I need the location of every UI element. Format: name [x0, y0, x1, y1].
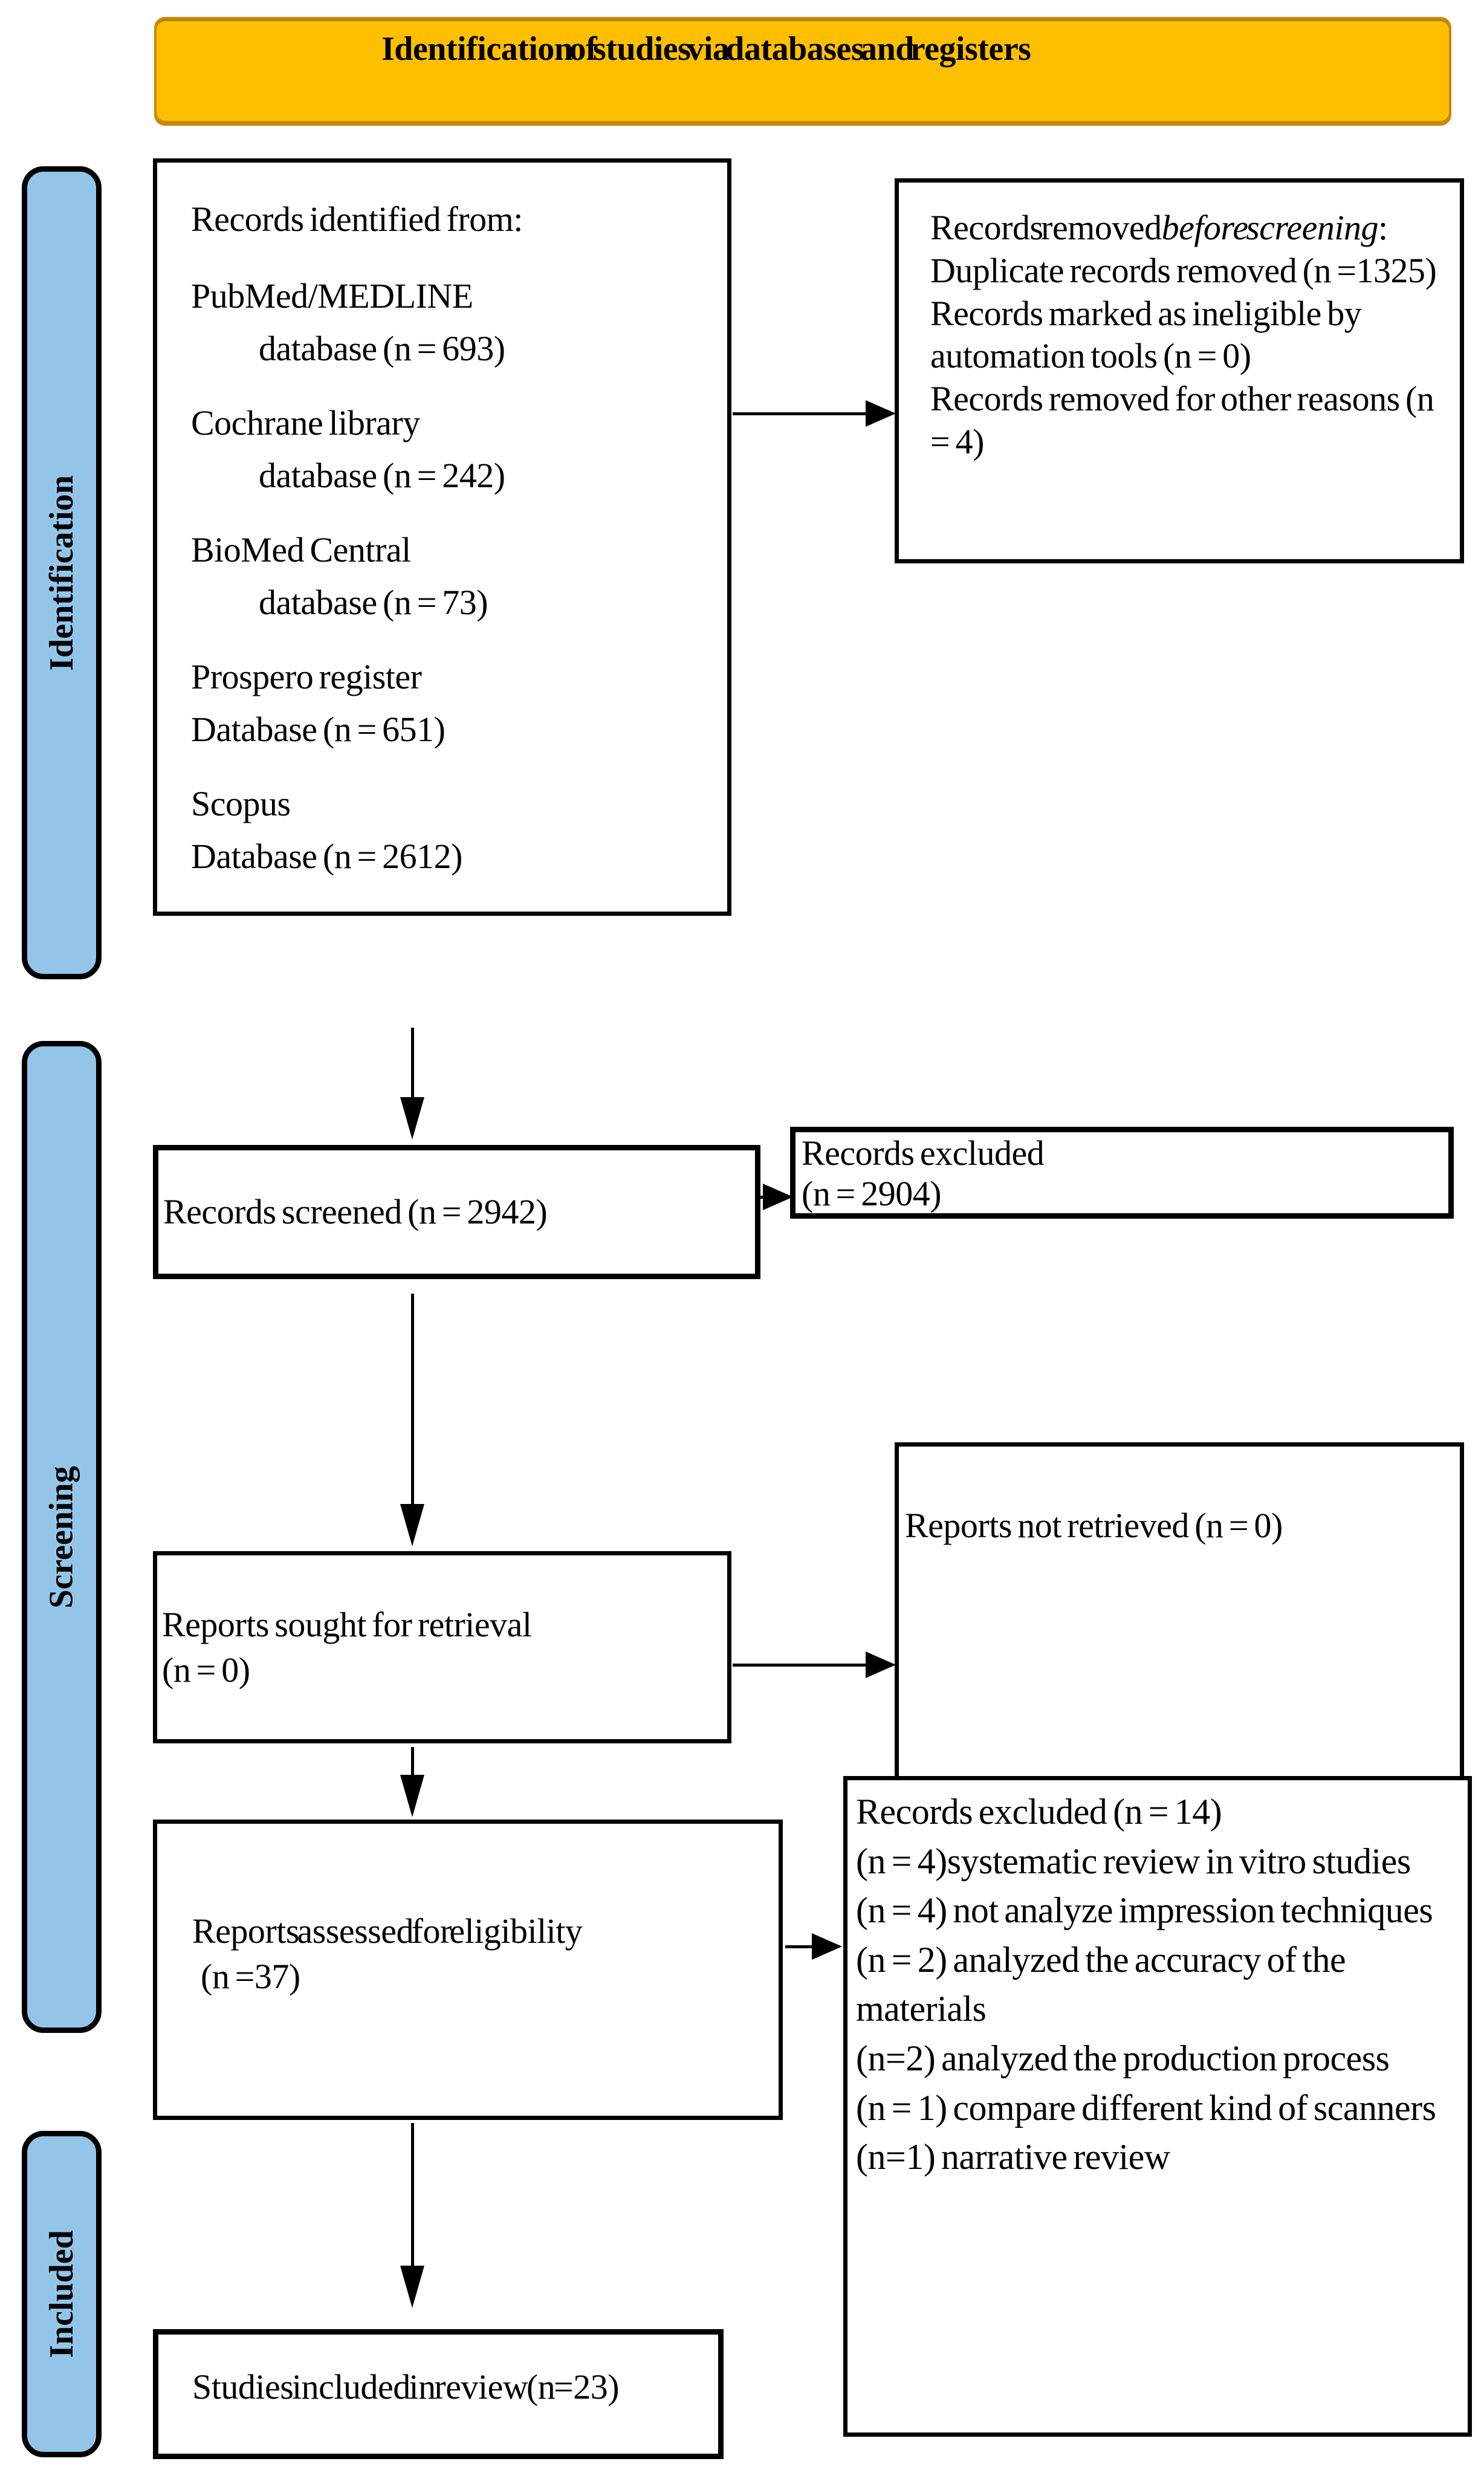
- source-count: database (n = 242): [259, 456, 505, 495]
- banner-identification-via-databases: Identification of studies via databases …: [154, 17, 1451, 126]
- box-exclusion-reasons: Records excluded (n = 14) (n = 4)systema…: [843, 1776, 1472, 2437]
- reports-assessed-line1: Reports assessed for eligibility: [192, 1911, 583, 1951]
- exclusion-reason-not-impression: (n = 4) not analyze impression technique…: [856, 1890, 1433, 1931]
- box-reports-assessed: Reports assessed for eligibility (n =37): [153, 1820, 783, 2120]
- arrow-line: [785, 1945, 814, 1948]
- source-count: database (n = 693): [259, 329, 505, 368]
- arrow-line: [733, 1664, 869, 1667]
- exclusion-reason-materials: (n = 2) analyzed the accuracy of the mat…: [856, 1939, 1346, 2029]
- arrow-line: [411, 2123, 414, 2268]
- reports-assessed-line2: (n =37): [201, 1957, 300, 1997]
- stage-label-included-text: Included: [43, 2230, 81, 2358]
- reports-sought-line2: (n = 0): [162, 1650, 250, 1690]
- arrow-line: [411, 1294, 414, 1505]
- source-biomed: BioMed Central database (n = 73): [191, 523, 715, 629]
- arrow-line: [411, 1747, 414, 1776]
- source-pubmed: PubMed/MEDLINE database (n = 693): [191, 270, 715, 375]
- source-scopus: Scopus Database (n = 2612): [191, 777, 715, 883]
- removed-item-other: Records removed for other reasons (n = 4…: [930, 379, 1434, 461]
- arrow-head-down-icon: [400, 1775, 424, 1817]
- stage-label-identification: Identification: [22, 166, 102, 979]
- source-name: PubMed/MEDLINE: [191, 276, 473, 316]
- stage-label-included: Included: [22, 2131, 102, 2457]
- source-name: Prospero register: [191, 657, 422, 696]
- stage-label-identification-text: Identification: [43, 475, 80, 671]
- box-records-identified: Records identified from: PubMed/MEDLINE …: [153, 158, 731, 916]
- box-reports-not-retrieved: Reports not retrieved (n = 0): [895, 1442, 1464, 1798]
- arrow-head-down-icon: [400, 1504, 424, 1546]
- arrow-head-right-icon: [866, 1651, 896, 1678]
- box-records-removed-before-screening: Records removedbefore screening: Duplica…: [895, 178, 1464, 563]
- exclusion-reason-production: (n=2) analyzed the production process: [856, 2038, 1390, 2078]
- exclusion-reason-narrative: (n=1) narrative review: [856, 2137, 1170, 2177]
- records-removed-lead: Records removed: [930, 208, 1162, 247]
- records-excluded-line1: Records excluded: [802, 1133, 1045, 1173]
- source-count: database (n = 73): [259, 583, 488, 622]
- source-count: Database (n = 2612): [191, 837, 462, 876]
- box-records-excluded: Records excluded (n = 2904): [790, 1127, 1454, 1219]
- arrow-head-down-icon: [400, 2266, 424, 2308]
- records-screened-label: Records screened (n = 2942): [163, 1192, 548, 1232]
- box-reports-sought: Reports sought for retrieval (n = 0): [153, 1551, 731, 1743]
- source-name: BioMed Central: [191, 530, 411, 569]
- exclusion-reason-scanners: (n = 1) compare different kind of scanne…: [856, 2087, 1436, 2128]
- arrow-line: [411, 1028, 414, 1099]
- arrow-head-right-icon: [866, 400, 896, 427]
- records-removed-italic: before screening: [1161, 208, 1379, 247]
- exclusion-reasons-title: Records excluded (n = 14): [856, 1792, 1222, 1832]
- records-identified-title: Records identified from:: [191, 199, 523, 239]
- source-cochrane: Cochrane library database (n = 242): [191, 397, 715, 502]
- stage-label-screening-text: Screening: [43, 1465, 80, 1609]
- source-prospero: Prospero register Database (n = 651): [191, 650, 715, 756]
- box-studies-included: Studies included in review (n =23): [153, 2329, 724, 2459]
- records-removed-title: Records removedbefore screening:: [930, 207, 1447, 250]
- exclusion-reason-invitro: (n = 4)systematic review in vitro studie…: [856, 1841, 1411, 1881]
- arrow-head-right-icon: [763, 1184, 793, 1210]
- stage-label-screening: Screening: [22, 1041, 102, 2033]
- arrow-head-down-icon: [400, 1097, 424, 1139]
- source-name: Scopus: [191, 784, 291, 823]
- arrow-line: [733, 412, 869, 415]
- records-excluded-line2: (n = 2904): [802, 1173, 942, 1213]
- reports-not-retrieved-label: Reports not retrieved (n = 0): [905, 1506, 1283, 1545]
- reports-sought-line1: Reports sought for retrieval: [162, 1604, 532, 1644]
- removed-item-duplicates: Duplicate records removed (n =1325): [930, 250, 1437, 290]
- banner-title: Identification of studies via databases …: [381, 30, 1031, 68]
- source-name: Cochrane library: [191, 403, 420, 442]
- source-count: Database (n = 651): [191, 710, 446, 749]
- removed-item-automation: Records marked as ineligible by automati…: [930, 293, 1362, 376]
- arrow-head-right-icon: [812, 1933, 842, 1960]
- records-removed-colon: :: [1378, 208, 1388, 247]
- box-records-screened: Records screened (n = 2942): [153, 1145, 760, 1279]
- studies-included-label: Studies included in review (n =23): [192, 2367, 620, 2407]
